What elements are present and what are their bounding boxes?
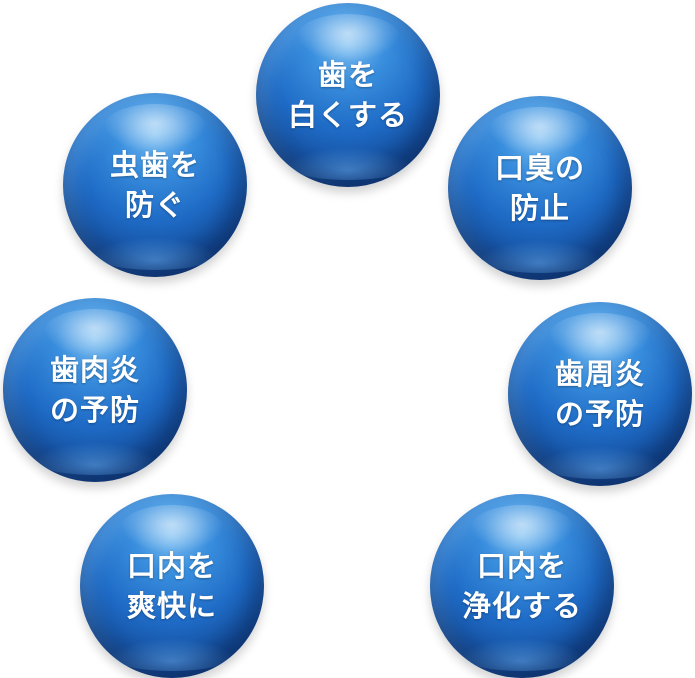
sphere-label: 歯肉炎 [49,353,140,387]
sphere-label: 虫歯を [109,148,200,182]
sphere-refresh-mouth: 口内を 爽快に [80,494,264,678]
sphere-prevent-gingivitis: 歯肉炎 の予防 [3,298,187,482]
sphere-whiten-teeth: 歯を 白くする [256,3,440,187]
sphere-label: の予防 [49,393,140,427]
sphere-label: 歯を [317,58,378,92]
sphere-label: 口臭の [494,151,585,185]
sphere-prevent-cavities: 虫歯を 防ぐ [63,93,247,277]
sphere-prevent-bad-breath: 口臭の 防止 [448,96,632,280]
sphere-label: 歯周炎 [554,357,645,391]
sphere-label: 口内を [476,549,567,583]
sphere-label: 防ぐ [124,188,185,222]
sphere-label: の予防 [554,397,645,431]
sphere-label: 防止 [509,191,570,225]
sphere-prevent-periodontitis: 歯周炎 の予防 [508,302,692,486]
sphere-cleanse-mouth: 口内を 浄化する [430,494,614,678]
sphere-label: 浄化する [461,589,582,623]
sphere-label: 口内を [126,549,217,583]
sphere-label: 白くする [287,98,408,132]
sphere-label: 爽快に [126,589,217,623]
